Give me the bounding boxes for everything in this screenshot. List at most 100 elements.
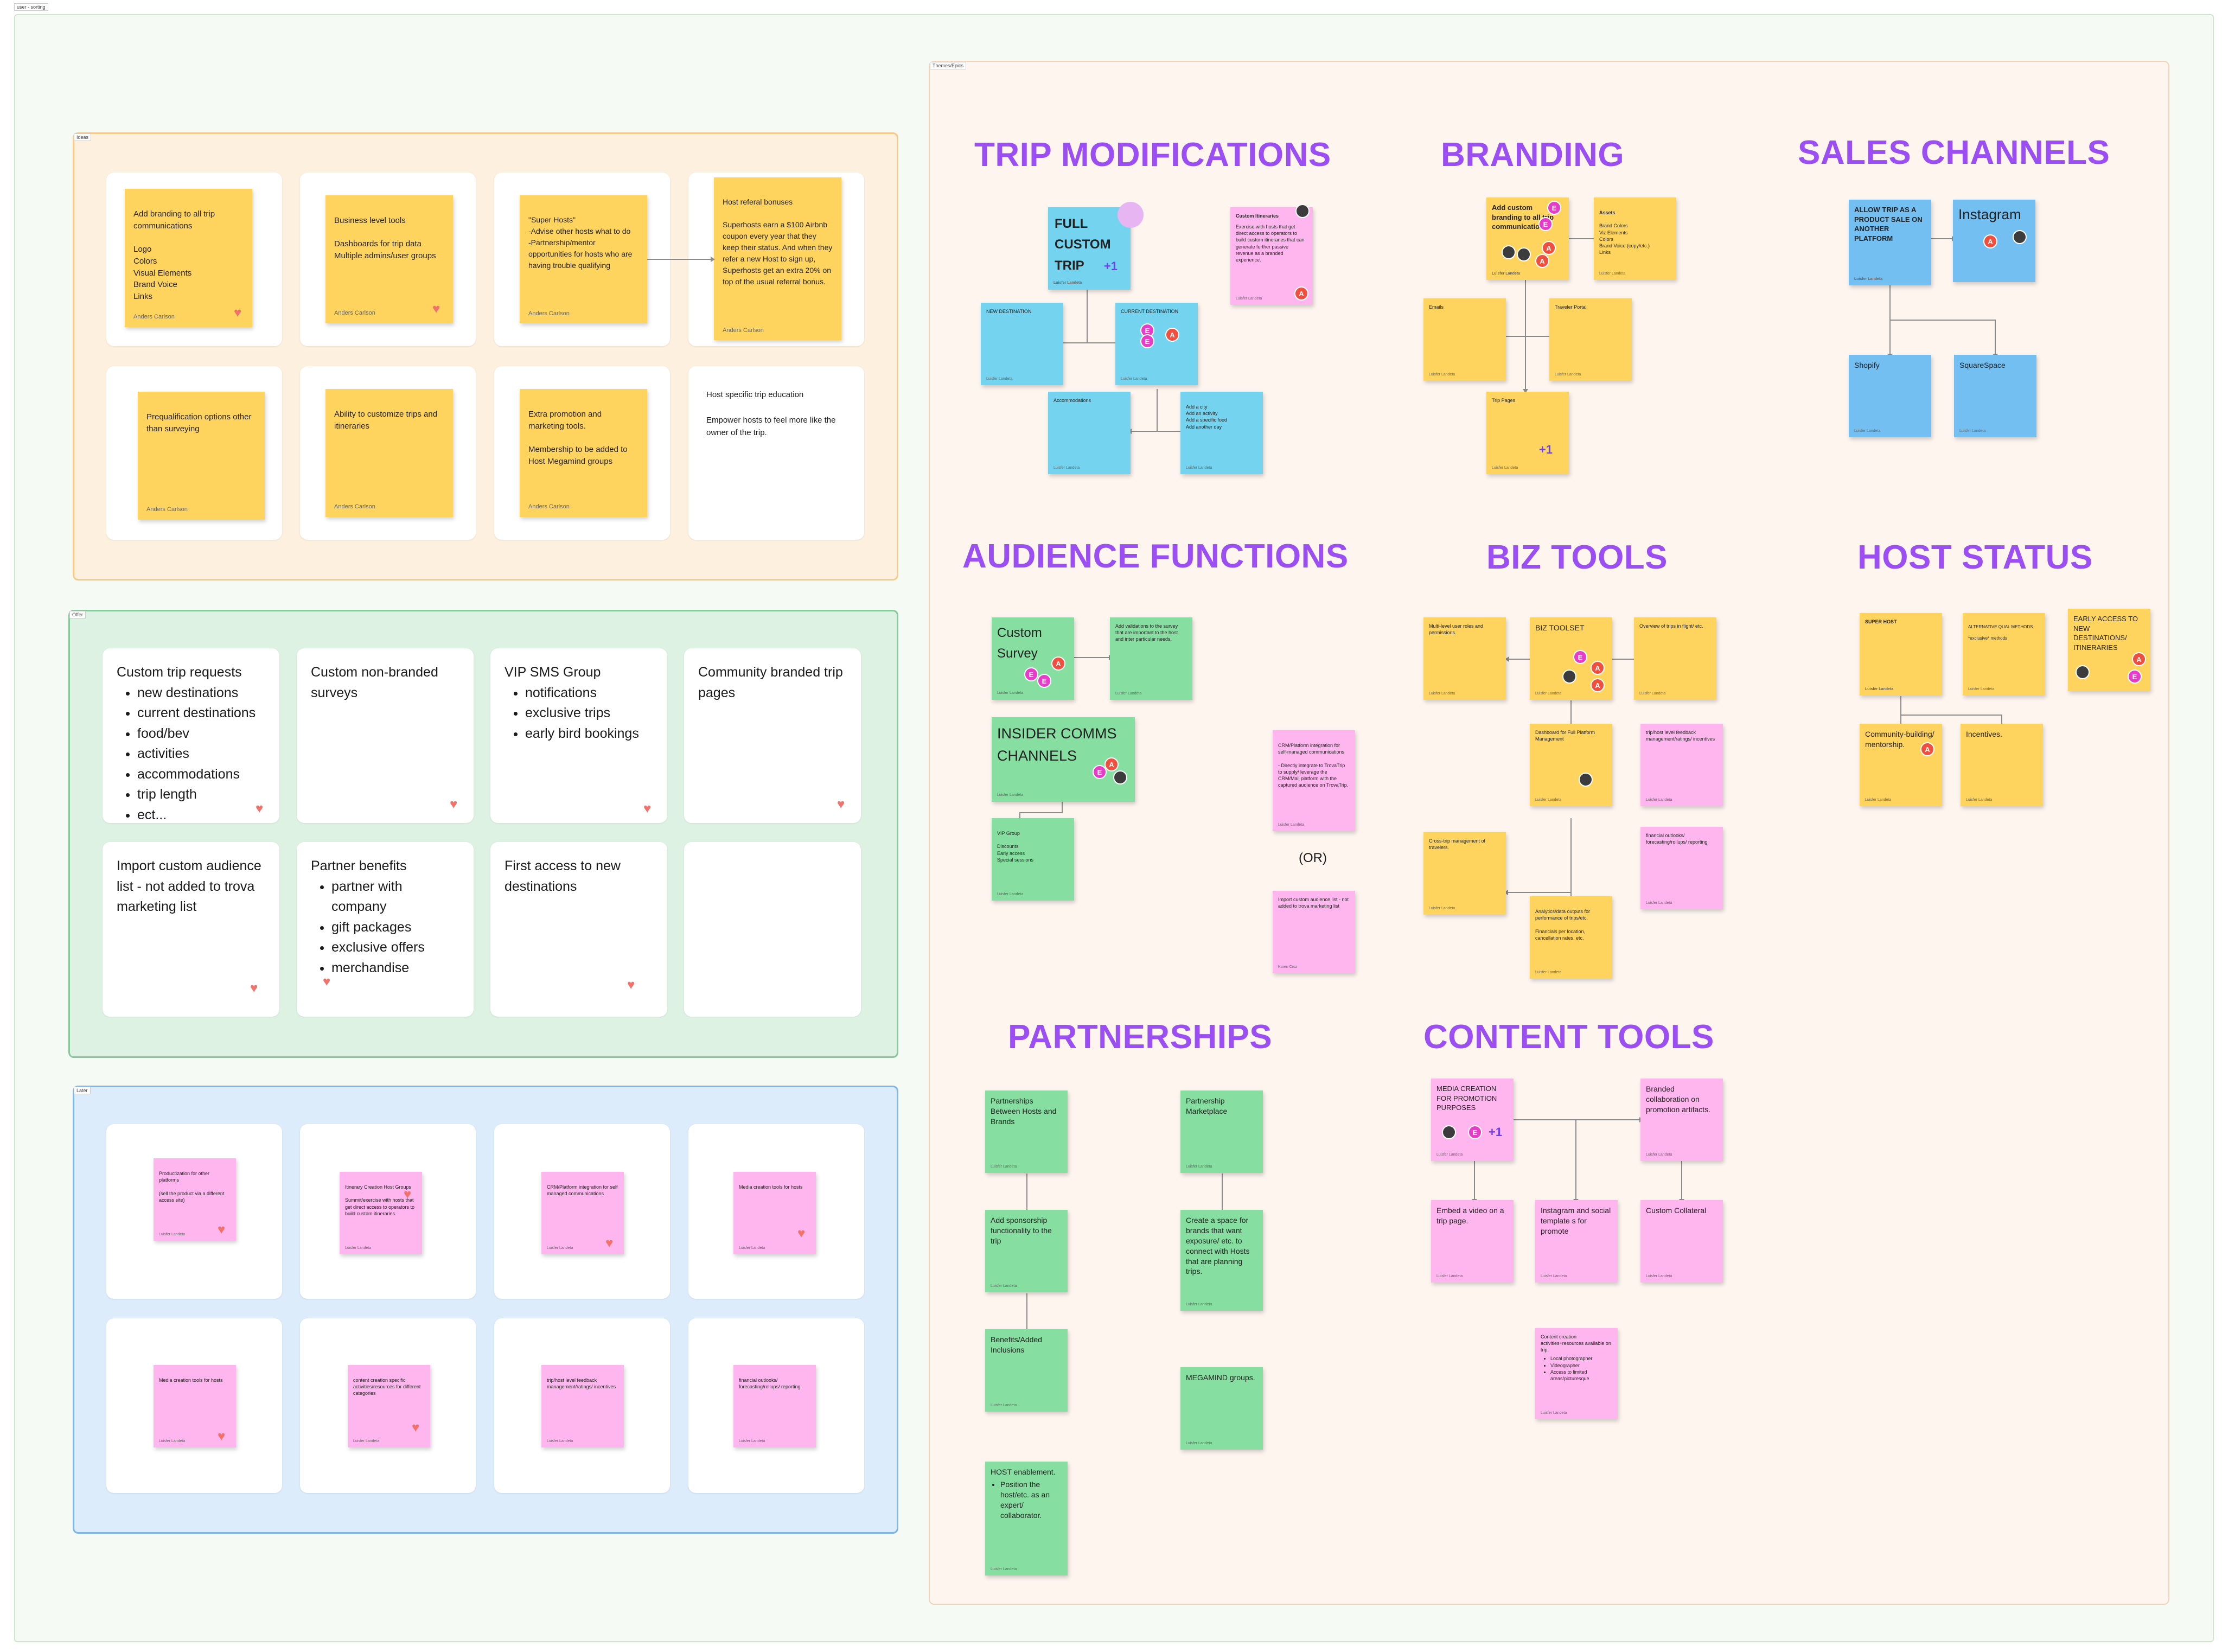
content-media-creation[interactable]: MEDIA CREATION FOR PROMOTION PURPOSES Lu…	[1431, 1079, 1514, 1161]
partner-between-hosts-brands[interactable]: Partnerships Between Hosts and Brands Lu…	[985, 1090, 1068, 1173]
later-sticky[interactable]: Itinerary Creation Host Groups Summit/ex…	[340, 1172, 422, 1254]
later-sticky-text: content creation specific activities/res…	[353, 1377, 421, 1396]
heart-icon[interactable]: ♥	[643, 801, 652, 816]
later-sticky[interactable]: Productization for other platforms (sell…	[154, 1158, 236, 1241]
heart-icon[interactable]: ♥	[256, 801, 264, 816]
partner-marketplace[interactable]: Partnership Marketplace Luisfer Landeta	[1180, 1090, 1263, 1173]
plus-one-badge[interactable]: +1	[1538, 443, 1553, 457]
idea-sticky[interactable]: Extra promotion and marketing tools. Mem…	[520, 389, 647, 517]
heart-icon[interactable]: ♥	[605, 1236, 614, 1251]
biz-dashboard[interactable]: Dashboard for Full Platform Management L…	[1530, 724, 1612, 806]
content-embed-video[interactable]: Embed a video on a trip page. Luisfer La…	[1431, 1200, 1514, 1283]
plus-one-badge[interactable]: +1	[1489, 1125, 1503, 1139]
host-alt-qual-methods[interactable]: ALTERNATIVE QUAL METHODS *exclusive* met…	[1963, 613, 2045, 696]
sticky-author: Karen Cruz	[1278, 965, 1298, 969]
sales-instagram[interactable]: Instagram A	[1953, 200, 2035, 282]
sales-squarespace[interactable]: SquareSpace Luisfer Landeta	[1954, 355, 2036, 437]
offer-card[interactable]: VIP SMS Group notificationsexclusive tri…	[490, 648, 667, 823]
sales-shopify[interactable]: Shopify Luisfer Landeta	[1849, 355, 1931, 437]
heart-icon[interactable]: ♥	[250, 981, 258, 996]
content-instagram-templates[interactable]: Instagram and social template s for prom…	[1535, 1200, 1618, 1283]
heart-icon[interactable]: ♥	[627, 978, 635, 992]
partner-megamind[interactable]: MEGAMIND groups. Luisfer Landeta	[1180, 1367, 1263, 1450]
sticky-author: Luisfer Landeta	[1236, 296, 1262, 301]
plus-one-badge[interactable]: +1	[1103, 259, 1118, 273]
idea-sticky-text: Host referal bonuses Superhosts earn a $…	[723, 197, 833, 286]
avatar	[2013, 230, 2027, 244]
trip-mod-main-sticky[interactable]: FULL CUSTOM TRIP Luisfer Landeta +1	[1048, 207, 1131, 290]
offer-card-empty[interactable]	[684, 842, 861, 1017]
offer-card[interactable]: Import custom audience list - not added …	[103, 842, 279, 1017]
heart-icon[interactable]: ♥	[234, 305, 242, 320]
partner-benefits[interactable]: Benefits/Added Inclusions Luisfer Landet…	[985, 1329, 1068, 1412]
host-super-host[interactable]: SUPER HOST Luisfer Landeta	[1860, 613, 1942, 696]
later-sticky[interactable]: financial outlooks/ forecasting/rollups/…	[733, 1365, 816, 1447]
sticky-author: Luisfer Landeta	[997, 892, 1024, 896]
heart-icon[interactable]: ♥	[432, 302, 440, 316]
biz-toolset[interactable]: BIZ TOOLSET Luisfer Landeta E A A	[1530, 617, 1612, 700]
audience-insider-comms[interactable]: INSIDER COMMS CHANNELS Luisfer Landeta E…	[992, 717, 1135, 802]
audience-crm-integration[interactable]: CRM/Platform integration for self-manage…	[1273, 730, 1355, 831]
later-sticky[interactable]: Media creation tools for hosts Luisfer L…	[154, 1365, 236, 1447]
idea-sticky[interactable]: Ability to customize trips and itinerari…	[325, 389, 453, 517]
biz-analytics[interactable]: Analytics/data outputs for performance o…	[1530, 896, 1612, 979]
later-sticky[interactable]: content creation specific activities/res…	[348, 1365, 430, 1447]
offer-list-item: notifications	[525, 683, 653, 704]
later-sticky[interactable]: CRM/Platform integration for self manage…	[541, 1172, 624, 1254]
avatar	[1502, 245, 1516, 259]
audience-validations[interactable]: Add validations to the survey that are i…	[1110, 617, 1192, 700]
trip-mod-current-destination[interactable]: CURRENT DESTINATION Luisfer Landeta E E …	[1115, 303, 1198, 385]
offer-card[interactable]: Partner benefits partner with companygif…	[297, 842, 474, 1017]
trip-mod-accommodations[interactable]: Accommodations Luisfer Landeta	[1048, 392, 1131, 474]
biz-overview[interactable]: Overview of trips in flight/ etc. Luisfe…	[1634, 617, 1716, 700]
heart-icon[interactable]: ♥	[323, 974, 331, 989]
branding-main-sticky[interactable]: Add custom branding to all trip communic…	[1486, 197, 1569, 280]
idea-sticky[interactable]: Add branding to all trip communications …	[125, 189, 252, 327]
idea-sticky[interactable]: Business level tools Dashboards for trip…	[325, 195, 453, 323]
sticky-author: Luisfer Landeta	[547, 1246, 573, 1250]
host-community-building[interactable]: Community-building/ mentorship. Luisfer …	[1860, 724, 1942, 806]
offer-card[interactable]: Custom trip requests new destinationscur…	[103, 648, 279, 823]
later-sticky[interactable]: Media creation tools for hosts Luisfer L…	[733, 1172, 816, 1254]
audience-custom-survey[interactable]: Custom Survey Luisfer Landeta A E E	[992, 617, 1074, 700]
trip-mod-new-destination[interactable]: NEW DESTINATION Luisfer Landeta	[981, 303, 1063, 385]
avatar	[1517, 247, 1531, 261]
heart-icon[interactable]: ♥	[837, 797, 845, 812]
heart-icon[interactable]: ♥	[450, 797, 458, 812]
heart-icon[interactable]: ♥	[404, 1187, 412, 1202]
heart-icon[interactable]: ♥	[218, 1222, 226, 1237]
later-sticky[interactable]: trip/host level feedback management/rati…	[541, 1365, 624, 1447]
partner-brand-space[interactable]: Create a space for brands that want expo…	[1180, 1210, 1263, 1311]
audience-import-list[interactable]: Import custom audience list - not added …	[1273, 891, 1355, 973]
idea-sticky[interactable]: "Super Hosts" -Advise other hosts what t…	[520, 195, 647, 323]
heart-icon[interactable]: ♥	[412, 1420, 420, 1435]
branding-traveler-portal[interactable]: Traveler Portal Luisfer Landeta	[1549, 298, 1632, 381]
branding-trip-pages[interactable]: Trip Pages Luisfer Landeta +1	[1486, 392, 1569, 474]
host-early-access[interactable]: EARLY ACCESS TO NEW DESTINATIONS/ ITINER…	[2068, 609, 2150, 691]
host-incentives[interactable]: Incentives. Luisfer Landeta	[1961, 724, 2043, 806]
content-custom-collateral[interactable]: Custom Collateral Luisfer Landeta	[1640, 1200, 1723, 1283]
idea-card[interactable]	[688, 366, 864, 540]
biz-financial[interactable]: financial outlooks/ forecasting/rollups/…	[1640, 827, 1723, 909]
content-branded-collab[interactable]: Branded collaboration on promotion artif…	[1640, 1079, 1723, 1161]
sales-main-sticky[interactable]: ALLOW TRIP AS A PRODUCT SALE ON ANOTHER …	[1849, 200, 1931, 285]
partner-sponsorship[interactable]: Add sponsorship functionality to the tri…	[985, 1210, 1068, 1292]
heart-icon[interactable]: ♥	[797, 1226, 806, 1241]
offer-card[interactable]: First access to new destinations ♥	[490, 842, 667, 1017]
heart-icon[interactable]: ♥	[218, 1429, 226, 1444]
trip-mod-add-items[interactable]: Add a city Add an activity Add a specifi…	[1180, 392, 1263, 474]
biz-feedback[interactable]: trip/host level feedback management/rati…	[1640, 724, 1723, 806]
partner-host-enablement[interactable]: HOST enablement. Position the host/etc. …	[985, 1462, 1068, 1576]
branding-assets[interactable]: Assets Brand Colors Viz Elements Colors …	[1594, 197, 1676, 280]
biz-cross-trip[interactable]: Cross-trip management of travelers. Luis…	[1423, 832, 1506, 915]
offer-card[interactable]: Community branded trip pages ♥	[684, 648, 861, 823]
content-activities[interactable]: Content creation activities+resources av…	[1535, 1328, 1618, 1419]
trip-mod-custom-itineraries[interactable]: Custom Itineraries Exercise with hosts t…	[1230, 204, 1313, 305]
biz-multi-level-roles[interactable]: Multi-level user roles and permissions. …	[1423, 617, 1506, 700]
offer-card[interactable]: Custom non-branded surveys ♥	[297, 648, 474, 823]
idea-sticky[interactable]: Host referal bonuses Superhosts earn a $…	[714, 177, 841, 340]
sticky-author: Luisfer Landeta	[1599, 271, 1626, 276]
branding-emails[interactable]: Emails Luisfer Landeta	[1423, 298, 1506, 381]
idea-sticky[interactable]: Prequalification options other than surv…	[138, 392, 265, 520]
audience-vip-group[interactable]: VIP Group Discounts Early access Special…	[992, 818, 1074, 901]
